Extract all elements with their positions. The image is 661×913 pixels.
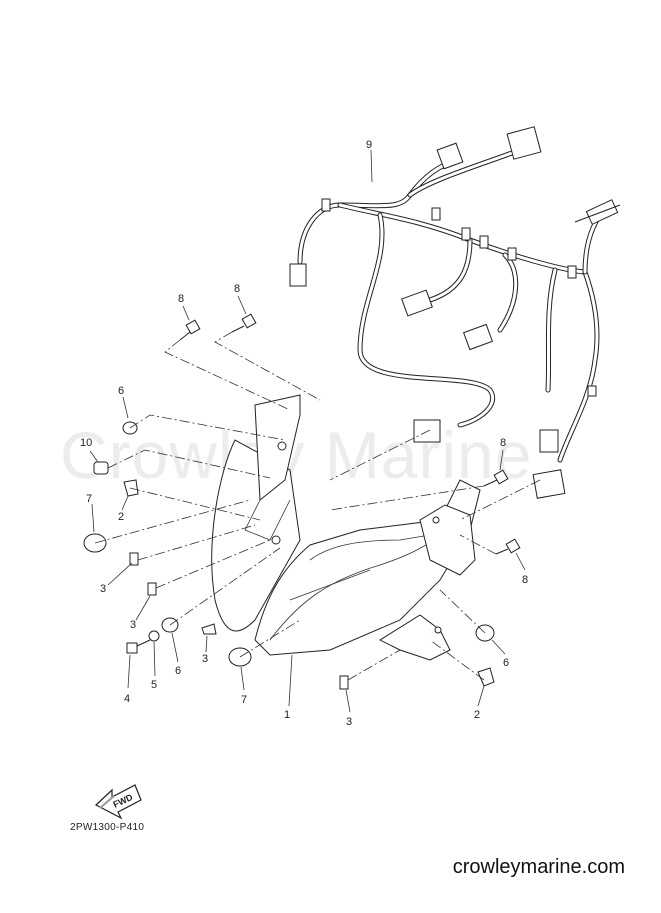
callout-labels: 9 8 8 6 10 7 2 3 3 4 5 6 3 7 1 8 8 6 3 2	[80, 139, 528, 728]
headlight-assembly	[211, 394, 481, 661]
callout-3: 3	[130, 619, 136, 631]
callout-9: 9	[366, 139, 372, 151]
callout-5: 5	[151, 679, 157, 691]
site-url[interactable]: crowleymarine.com	[452, 856, 625, 878]
callout-7: 7	[86, 493, 92, 505]
callout-8: 8	[522, 574, 528, 586]
callout-1: 1	[284, 709, 290, 721]
callout-6: 6	[118, 385, 124, 397]
callout-6: 6	[175, 665, 181, 677]
callout-6: 6	[503, 657, 509, 669]
callout-10: 10	[80, 437, 92, 449]
wiring-harness	[289, 126, 621, 499]
callout-3: 3	[100, 583, 106, 595]
callout-8: 8	[234, 283, 240, 295]
callout-2: 2	[118, 511, 124, 523]
bolt-8-c	[483, 469, 509, 487]
callout-8: 8	[500, 437, 506, 449]
callout-3: 3	[346, 716, 352, 728]
bolt-8-b	[231, 313, 257, 333]
leader-lines	[89, 149, 541, 713]
fwd-arrow-icon: FWD	[94, 784, 142, 820]
callout-3: 3	[202, 653, 208, 665]
callout-2: 2	[474, 709, 480, 721]
callout-4: 4	[124, 693, 130, 705]
part-code: 2PW1300-P410	[70, 822, 145, 833]
bolt-8-d	[495, 538, 521, 555]
callout-7: 7	[241, 694, 247, 706]
bolt-8-a	[179, 319, 201, 341]
callout-8: 8	[178, 293, 184, 305]
